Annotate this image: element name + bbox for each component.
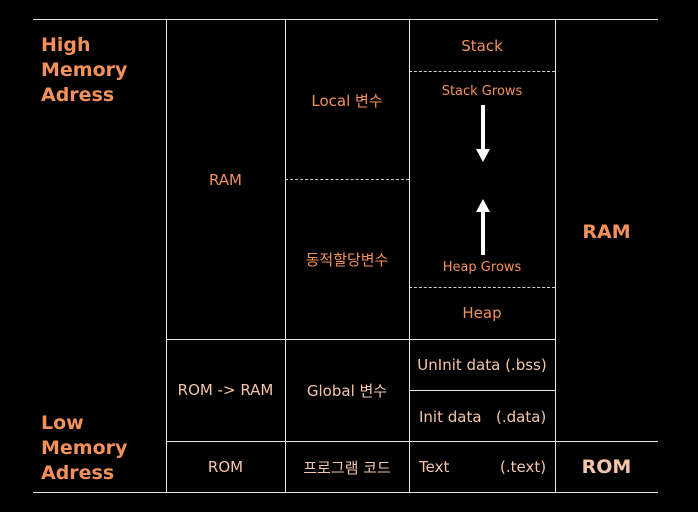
seg-uninit: UnInit data (.bss) [417, 356, 547, 374]
bss-data-divider [409, 390, 555, 391]
var-global: Global 변수 [306, 381, 388, 400]
top-border [33, 19, 658, 20]
low-memory-label: Low Memory Adress [41, 411, 127, 486]
col-line-3 [409, 19, 410, 492]
seg-stack: Stack [461, 37, 503, 55]
var-local: Local 변수 [311, 91, 383, 110]
bottom-border [33, 492, 658, 493]
seg-text-section: (.text) [500, 458, 547, 476]
ram-rom-divider [166, 339, 555, 340]
col-line-2 [285, 19, 286, 492]
seg-heap: Heap [462, 304, 502, 322]
storage-rom: ROM [581, 456, 632, 478]
storage-ram: RAM [582, 221, 631, 243]
low-line-3: Adress [41, 462, 115, 484]
arrow-up-icon [476, 199, 490, 255]
text-divider [166, 441, 658, 442]
local-dynamic-dash [285, 179, 409, 180]
seg-init-label: Init data [419, 408, 482, 426]
high-line-1: High [41, 34, 91, 56]
seg-init-section: (.data) [496, 408, 547, 426]
seg-text-label: Text [419, 458, 450, 476]
var-program: 프로그램 코드 [303, 458, 391, 477]
type-rom-to-ram: ROM -> RAM [177, 381, 274, 399]
stack-dash [409, 71, 555, 72]
col-line-1 [166, 19, 167, 492]
seg-stack-grows: Stack Grows [441, 83, 523, 99]
high-memory-label: High Memory Adress [41, 33, 127, 108]
low-line-2: Memory [41, 437, 128, 459]
high-line-2: Memory [41, 59, 128, 81]
var-dynamic: 동적할당변수 [305, 250, 389, 269]
type-rom: ROM [207, 458, 244, 476]
low-line-1: Low [41, 412, 84, 434]
high-line-3: Adress [41, 84, 115, 106]
heap-dash [409, 287, 555, 288]
type-ram: RAM [208, 171, 243, 189]
seg-heap-grows: Heap Grows [442, 259, 522, 275]
arrow-down-icon [476, 105, 490, 162]
col-line-4 [555, 19, 556, 492]
